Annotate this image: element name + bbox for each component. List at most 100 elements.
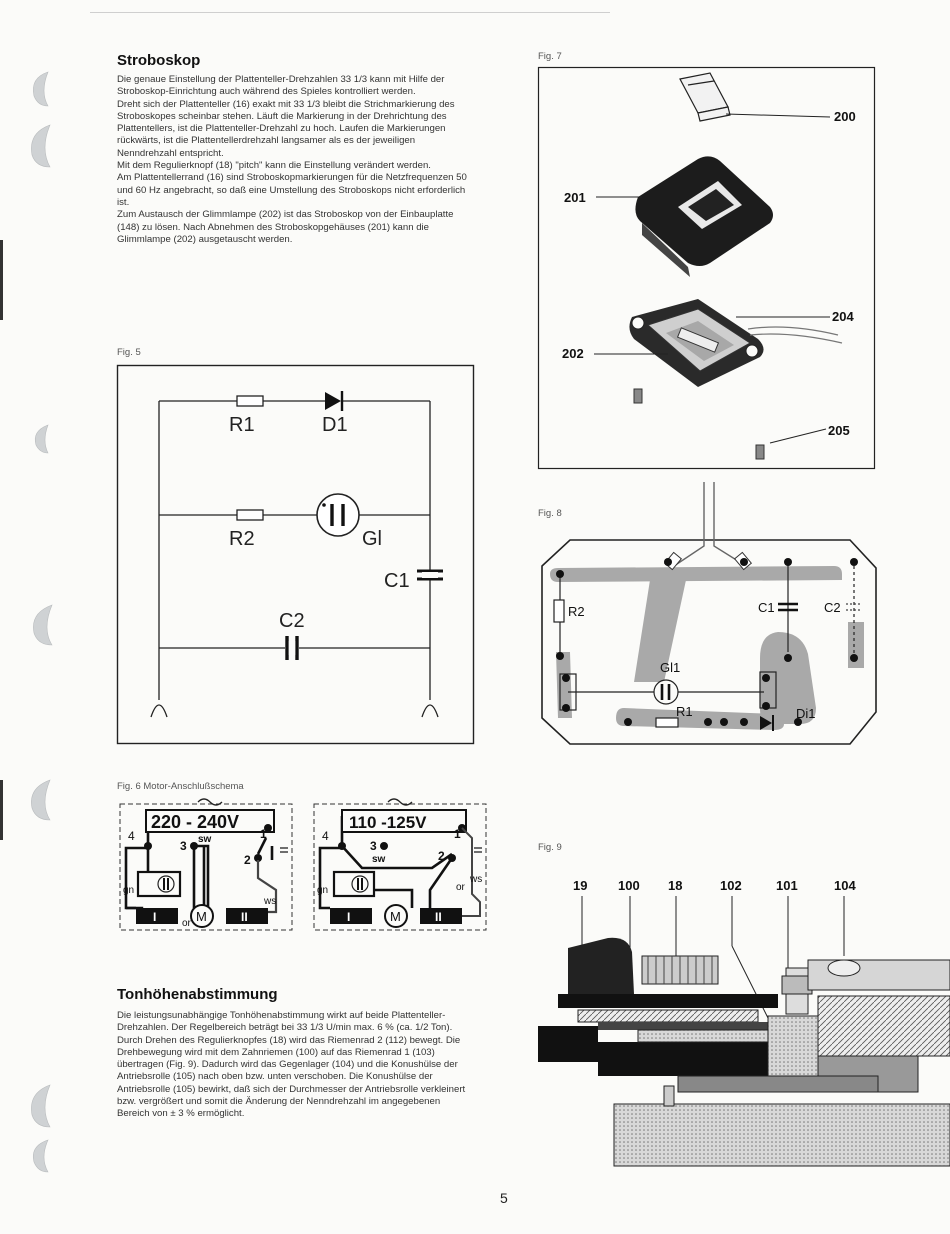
punch-hole	[33, 604, 53, 646]
label-202: 202	[562, 346, 584, 361]
knob-19	[568, 937, 634, 996]
label-104: 104	[834, 878, 856, 893]
fig6-caption: Fig. 6 Motor-Anschlußschema	[117, 781, 244, 792]
part-201-housing	[635, 156, 773, 277]
label-r1: R1	[229, 414, 255, 436]
part-204-base	[629, 299, 843, 387]
terminal-1: 1	[260, 827, 267, 841]
top-rule	[90, 12, 610, 13]
label-d1: D1	[322, 414, 348, 436]
label-101: 101	[776, 878, 798, 893]
winding-2-label: II	[435, 910, 442, 924]
punch-hole	[31, 1084, 51, 1128]
resistor-r2	[236, 509, 264, 521]
paragraph: Dreht sich der Plattenteller (16) exakt …	[117, 98, 455, 159]
winding-2-label: II	[241, 910, 248, 924]
pcb-glow-lamp-gl1	[653, 679, 679, 705]
pcb-label-gl1: Gl1	[660, 660, 680, 675]
label-205: 205	[828, 423, 850, 438]
fig5-circuit-diagram: R1 D1 R2 Gl C1 C2	[116, 364, 475, 745]
wire-ws: ws	[469, 874, 482, 885]
terminal-4: 4	[322, 829, 329, 843]
base-plate	[613, 1103, 950, 1167]
pcb-resistor-r2	[553, 599, 565, 623]
fig8-pcb-layout: R2 C1 C2 Gl1 R1 Di1	[541, 482, 877, 745]
terminal-4: 4	[128, 829, 135, 843]
winding-1	[330, 908, 372, 924]
diode-d1	[325, 392, 341, 410]
paragraph: Zum Austausch der Glimmlampe (202) ist d…	[117, 209, 454, 245]
wire-ws: ws	[263, 896, 276, 907]
motor-symbol	[384, 904, 408, 928]
fig8-caption: Fig. 8	[538, 508, 562, 519]
label-102: 102	[720, 878, 742, 893]
motor-label: M	[390, 909, 401, 924]
section-title-stroboscope: Stroboskop	[117, 52, 201, 69]
pitch-text: Die leistungsunabhängige Tonhöhenabstimm…	[117, 1010, 472, 1121]
punch-hole	[33, 71, 49, 107]
label-18: 18	[668, 878, 682, 893]
resistor-r1	[236, 395, 264, 407]
label-c1: C1	[384, 570, 410, 592]
binder-holes	[0, 71, 53, 1173]
pcb-label-c2: C2	[824, 600, 841, 615]
stroboscope-text: Die genaue Einstellung der Plattenteller…	[117, 74, 472, 246]
terminal-2: 2	[244, 853, 251, 867]
paragraph: Durch Drehen des Regulierknopfes (18) wi…	[117, 1034, 466, 1120]
fig9-caption: Fig. 9	[538, 842, 562, 853]
fig9-cross-section: 19 100 18 102 101 104	[538, 878, 950, 1167]
part-200-clip	[679, 72, 731, 122]
punch-hole	[33, 1139, 49, 1173]
paragraph: Mit dem Regulierknopf (18) "pitch" kann …	[117, 160, 431, 172]
label-204: 204	[832, 309, 854, 324]
voltage-label-220: 220 - 240V	[151, 812, 239, 832]
punch-hole	[31, 124, 51, 168]
label-c2: C2	[279, 610, 305, 632]
pcb-label-r2: R2	[568, 604, 585, 619]
section-title-pitch: Tonhöhenabstimmung	[117, 986, 278, 1003]
wire-sw: sw	[372, 854, 386, 865]
winding-2	[420, 908, 462, 924]
fig6-wiring-220v: 220 - 240V I II M 4 3 sw 1 2 gn or ws	[119, 798, 293, 931]
label-r2: R2	[229, 528, 255, 550]
pcb-diode-di1	[760, 716, 772, 730]
wire-sw: sw	[198, 834, 212, 845]
winding-2	[226, 908, 268, 924]
label-19: 19	[573, 878, 587, 893]
voltage-label-110: 110 -125V	[349, 813, 427, 832]
wire-gn: gn	[123, 885, 134, 896]
motor-label: M	[196, 909, 207, 924]
fig7-caption: Fig. 7	[538, 51, 562, 62]
fig6-wiring-110v: 110 -125V I II M 4 3 sw 1 2 gn or ws	[313, 798, 487, 931]
pcb-label-di1: Di1	[796, 706, 816, 721]
page-number: 5	[500, 1190, 508, 1206]
wire-or: or	[456, 882, 466, 893]
page-edge-mark	[0, 780, 3, 840]
winding-1-label: I	[347, 910, 350, 924]
winding-1-label: I	[153, 910, 156, 924]
label-gl: Gl	[362, 528, 382, 550]
pcb-resistor-r1	[655, 717, 679, 728]
pcb-label-r1: R1	[676, 704, 693, 719]
part-205-screw	[633, 388, 765, 460]
label-200: 200	[834, 109, 856, 124]
terminal-3: 3	[370, 839, 377, 853]
paragraph: Die genaue Einstellung der Plattenteller…	[117, 74, 445, 98]
terminal-3: 3	[180, 839, 187, 853]
pcb-label-c1: C1	[758, 600, 775, 615]
paragraph: Die leistungsunabhängige Tonhöhenabstimm…	[117, 1010, 453, 1034]
label-201: 201	[564, 190, 586, 205]
fig5-caption: Fig. 5	[117, 347, 141, 358]
punch-hole	[34, 424, 49, 454]
glow-lamp-gl	[316, 493, 360, 537]
punch-hole	[31, 779, 51, 821]
fig7-exploded-parts: 200 201 204 202 205	[537, 66, 876, 470]
terminal-1: 1	[454, 827, 461, 841]
label-100: 100	[618, 878, 640, 893]
wire-or: or	[182, 918, 192, 929]
winding-1	[136, 908, 178, 924]
terminal-2: 2	[438, 849, 445, 863]
motor-symbol	[190, 904, 214, 928]
wire-gn: gn	[317, 885, 328, 896]
paragraph: Am Plattentellerrand (16) sind Strobosko…	[117, 172, 467, 208]
